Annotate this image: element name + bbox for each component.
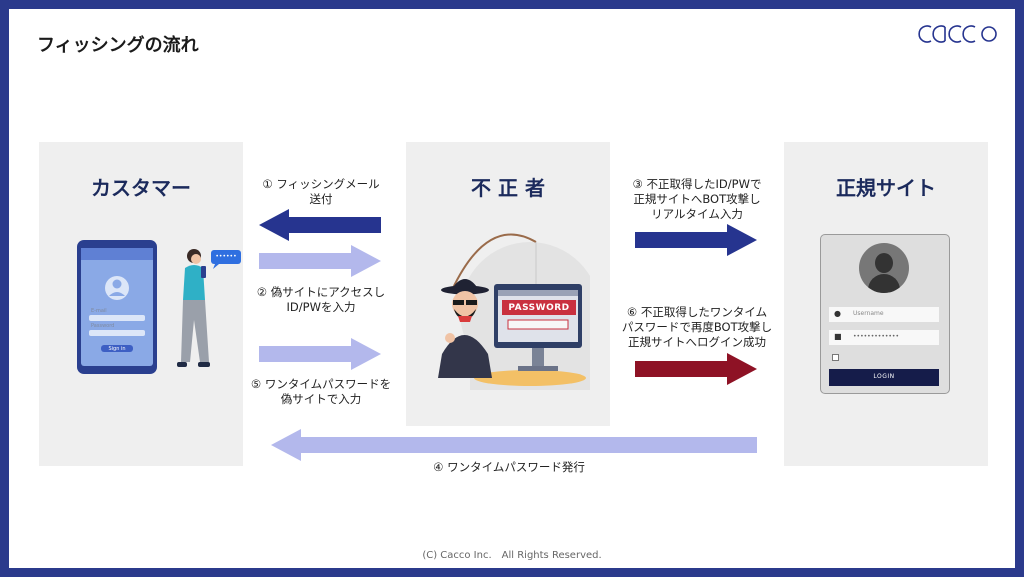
phone-email-label: E-mail (91, 308, 107, 314)
step1-line2: 送付 (309, 192, 333, 206)
remember-checkbox[interactable] (832, 354, 839, 361)
arrow-step1 (259, 209, 381, 241)
copyright-footer: (C) Cacco Inc. All Rights Reserved. (422, 550, 602, 561)
attacker-title: 不 正 者 (471, 176, 545, 200)
step6-label: ⑥ 不正取得したワンタイム パスワードで再度BOT攻撃し 正規サイトへログイン成… (609, 305, 785, 350)
username-field[interactable]: ● Username (829, 307, 939, 322)
step2-label: ② 偽サイトにアクセスし ID/PWを入力 (245, 285, 397, 315)
step3-line2: 正規サイトへBOT攻撃し (633, 192, 761, 206)
page-title: フィッシングの流れ (37, 35, 199, 56)
step6-line3: 正規サイトへログイン成功 (628, 335, 766, 349)
attacker-panel: 不 正 者 PASSWORD (406, 142, 610, 426)
arrow-step2 (259, 245, 381, 277)
username-placeholder: Username (853, 310, 884, 317)
step5-label: ⑤ ワンタイムパスワードを 偽サイトで入力 (243, 377, 399, 407)
user-icon: ● (834, 309, 841, 318)
password-field[interactable]: ■ ••••••••••••• (829, 330, 939, 345)
step6-line2: パスワードで再度BOT攻撃し (621, 320, 773, 334)
chat-bubble-text: •••••• (215, 253, 237, 260)
login-button[interactable]: LOGIN (829, 369, 939, 386)
password-sign-text: PASSWORD (508, 303, 570, 313)
login-avatar (859, 243, 909, 293)
step6-line1: ⑥ 不正取得したワンタイム (626, 305, 768, 319)
step3-line3: リアルタイム入力 (651, 207, 743, 221)
step2-line1: ② 偽サイトにアクセスし (256, 285, 386, 299)
customer-title: カスタマー (91, 176, 191, 200)
hacker-illustration (438, 233, 590, 390)
step5-line1: ⑤ ワンタイムパスワードを (250, 377, 392, 391)
step5-line2: 偽サイトで入力 (280, 392, 362, 406)
step3-line1: ③ 不正取得したID/PWで (632, 177, 762, 191)
customer-illustration (77, 240, 241, 374)
site-panel: 正規サイト ● Username ■ ••••••••••••• LOGIN (784, 142, 988, 466)
arrows-layer (259, 209, 757, 461)
login-card: ● Username ■ ••••••••••••• LOGIN (820, 234, 950, 394)
step3-label: ③ 不正取得したID/PWで 正規サイトへBOT攻撃し リアルタイム入力 (615, 177, 779, 222)
login-button-label: LOGIN (873, 373, 895, 380)
phone-signin-label: Sign in (108, 346, 126, 352)
customer-panel: カスタマー E-mail Password Sign in (39, 142, 243, 466)
step1-label: ① フィッシングメール 送付 (247, 177, 395, 207)
step2-line2: ID/PWを入力 (286, 300, 356, 314)
cacco-logo (917, 21, 1001, 51)
lock-icon: ■ (834, 332, 842, 341)
password-value: ••••••••••••• (853, 333, 900, 340)
step4-label: ④ ワンタイムパスワード発行 (433, 460, 585, 474)
phone-password-label: Password (91, 323, 115, 329)
site-title: 正規サイト (836, 176, 936, 200)
arrow-step3 (635, 224, 757, 256)
arrow-step6 (635, 353, 757, 385)
slide: フィッシングの流れ カスタマー (9, 9, 1015, 568)
arrow-step5 (259, 338, 381, 370)
step1-line1: ① フィッシングメール (262, 177, 380, 191)
arrow-step4 (271, 429, 757, 461)
